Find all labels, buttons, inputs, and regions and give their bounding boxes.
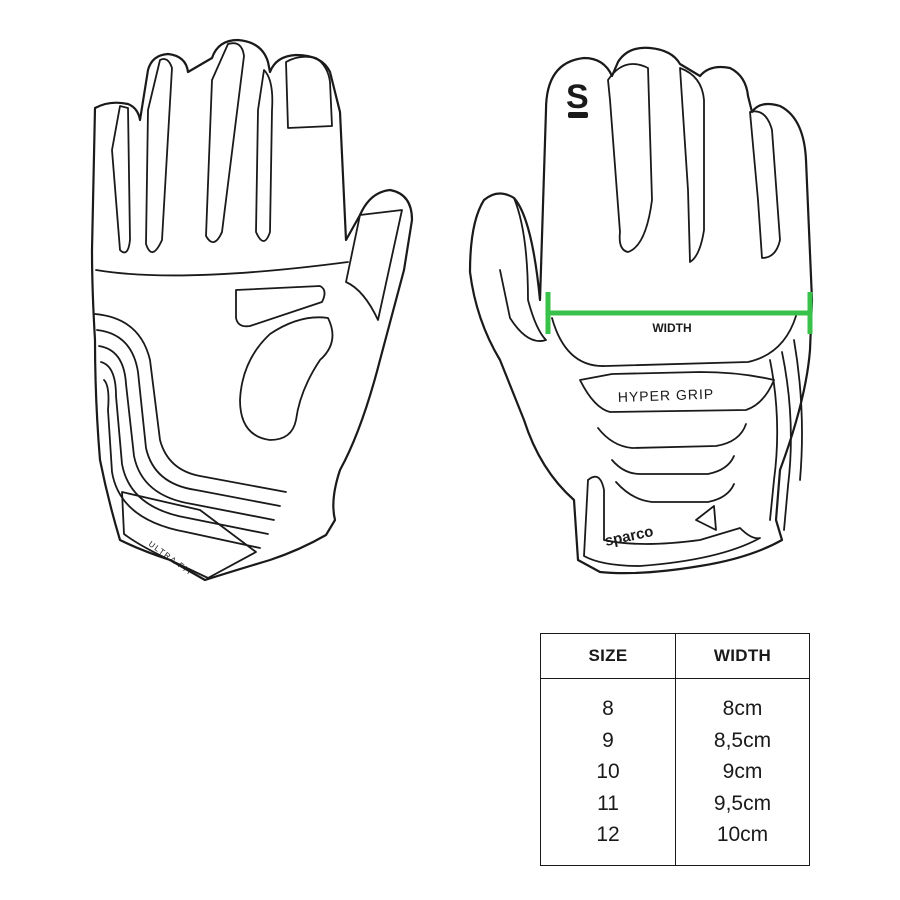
width-cell: 10cm xyxy=(716,823,769,846)
left-cuff-band xyxy=(121,491,257,579)
size-cell: 9 xyxy=(602,728,614,752)
left-knuckle-line xyxy=(95,261,349,277)
left-fingertip-pad xyxy=(285,55,333,129)
right-palm-stripe-1 xyxy=(597,423,747,449)
size-cell: 8 xyxy=(602,697,614,720)
width-measure-label: WIDTH xyxy=(652,321,691,335)
right-palm-upper xyxy=(551,315,797,367)
width-cell: 9cm xyxy=(722,760,763,783)
right-palm-hypergrip-panel xyxy=(579,371,775,413)
left-finger-1 xyxy=(111,105,131,254)
right-finger-1 xyxy=(607,63,653,253)
left-finger-3 xyxy=(205,42,245,243)
left-finger-4 xyxy=(255,69,274,242)
width-cell: 8,5cm xyxy=(713,728,772,752)
size-chart-header-row: SIZE WIDTH xyxy=(541,634,809,679)
right-finger-3 xyxy=(749,110,781,259)
size-cell: 10 xyxy=(596,760,620,783)
size-column-header: SIZE xyxy=(541,634,676,678)
right-side-rib-2 xyxy=(781,351,792,531)
width-measure-indicator: WIDTH xyxy=(545,292,813,335)
size-cell: 11 xyxy=(597,791,619,815)
left-rib-4 xyxy=(100,361,269,535)
right-glove-outline xyxy=(468,46,814,575)
glove-palm-view: sparco HYPER GRIP S WIDTH xyxy=(468,46,814,575)
left-finger-2 xyxy=(145,58,173,253)
left-rib-1 xyxy=(94,313,287,493)
right-palm-stripe-3 xyxy=(615,481,735,503)
left-thumb-panel xyxy=(345,209,403,321)
wrist-tab-notch xyxy=(695,505,717,531)
right-palm-stripe-2 xyxy=(611,455,735,475)
left-vent-teardrop xyxy=(239,316,334,441)
width-cell: 8cm xyxy=(722,697,763,720)
size-column: 8 9 10 11 12 xyxy=(541,679,676,865)
width-cell: 9,5cm xyxy=(713,791,772,815)
right-finger-2 xyxy=(679,67,705,263)
size-chart-table: SIZE WIDTH 8 9 10 11 12 8cm 8,5cm 9cm 9,… xyxy=(540,633,810,866)
right-thumb-inner xyxy=(499,197,547,342)
glove-illustration: ULTRA FIT sparco HYPER GRIP S WIDTH xyxy=(90,38,814,582)
wrist-tab xyxy=(583,475,761,567)
right-side-rib-3 xyxy=(793,339,803,481)
palm-branding-text: HYPER GRIP xyxy=(618,386,715,405)
logo-icon: S xyxy=(566,78,589,116)
logo-underline-icon xyxy=(568,112,588,118)
width-column-header: WIDTH xyxy=(713,646,772,665)
glove-back-view: ULTRA FIT xyxy=(90,38,414,582)
left-rib-2 xyxy=(96,329,281,507)
left-vent-top xyxy=(235,285,326,328)
size-chart-body: 8 9 10 11 12 8cm 8,5cm 9cm 9,5cm 10cm xyxy=(541,679,809,865)
right-side-rib-1 xyxy=(769,359,779,521)
left-rib-5 xyxy=(103,379,261,549)
size-cell: 12 xyxy=(596,823,620,846)
left-rib-3 xyxy=(98,345,275,521)
left-glove-outline xyxy=(90,38,414,582)
width-column: 8cm 8,5cm 9cm 9,5cm 10cm xyxy=(676,679,809,865)
